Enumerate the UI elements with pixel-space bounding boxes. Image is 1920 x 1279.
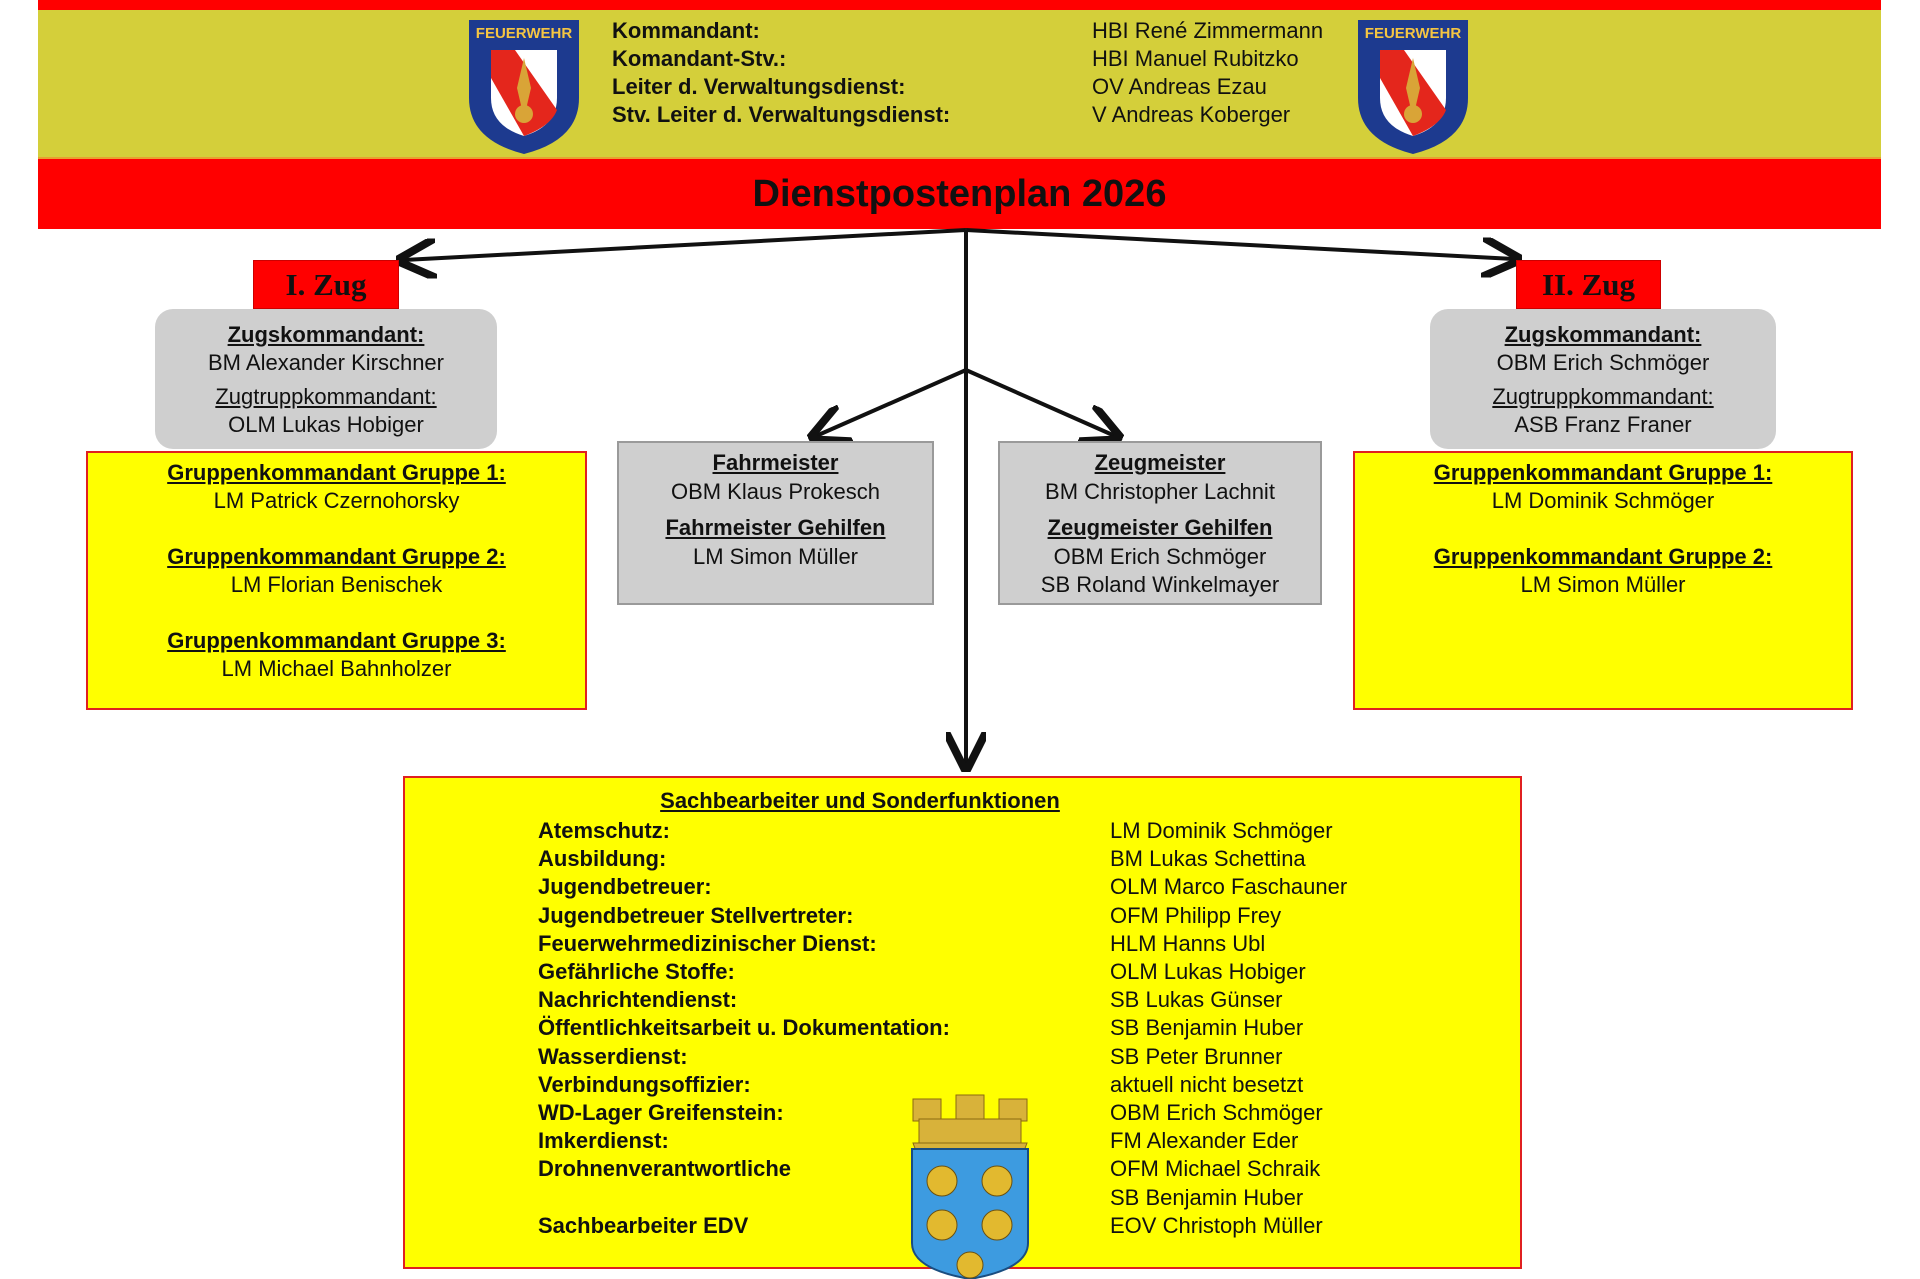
zug2-groups-box: Gruppenkommandant Gruppe 1: LM Dominik S… xyxy=(1353,451,1853,710)
sach-row-value: EOV Christoph Müller xyxy=(1110,1212,1323,1238)
zug1-ztk-label: Zugtruppkommandant: xyxy=(215,384,437,409)
sach-row-value: OLM Marco Faschauner xyxy=(1110,874,1348,900)
zug2-zk-label: Zugskommandant: xyxy=(1504,322,1702,347)
lower-austria-coat-of-arms xyxy=(911,1094,1029,1279)
sachbearbeiter-box: Sachbearbeiter und Sonderfunktionen Atem… xyxy=(403,776,1522,1269)
svg-text:FEUERWEHR: FEUERWEHR xyxy=(476,25,573,42)
sach-row-label: Nachrichtendienst: xyxy=(538,987,738,1013)
sach-row-label: Jugendbetreuer Stellvertreter: xyxy=(538,902,854,928)
sach-row-value: OBM Erich Schmöger xyxy=(1110,1100,1323,1125)
zug2-group1-label: Gruppenkommandant Gruppe 1: xyxy=(1433,460,1773,485)
sach-row-value: SB Lukas Günser xyxy=(1110,987,1283,1013)
sach-row-value: LM Dominik Schmöger xyxy=(1110,818,1333,843)
sach-row-label: Wasserdienst: xyxy=(538,1043,688,1069)
zeugmeister-box: Zeugmeister BM Christopher Lachnit Zeugm… xyxy=(998,441,1322,605)
sach-row-value: OLM Lukas Hobiger xyxy=(1110,959,1306,984)
zug2-ztk-label: Zugtruppkommandant: xyxy=(1492,384,1714,409)
zeugmeister-helper: OBM Erich Schmöger xyxy=(1053,543,1267,569)
zug1-group1-name: LM Patrick Czernohorsky xyxy=(213,488,460,513)
zug1-ztk-name: OLM Lukas Hobiger xyxy=(228,412,424,437)
zug1-command-box: Zugskommandant: BM Alexander Kirschner Z… xyxy=(155,309,497,449)
zug1-group2-name: LM Florian Benischek xyxy=(230,572,443,597)
sachbearbeiter-title: Sachbearbeiter und Sonderfunktionen xyxy=(660,788,1060,813)
top-red-strip xyxy=(38,0,1881,10)
zug2-label: II. Zug xyxy=(1516,260,1661,309)
zeugmeister-helper: SB Roland Winkelmayer xyxy=(1040,572,1280,597)
header-label-kommandant-stv: Komandant-Stv.: xyxy=(612,46,787,71)
zug2-group2-name: LM Simon Müller xyxy=(1520,572,1686,597)
sach-row-value: HLM Hanns Ubl xyxy=(1110,930,1266,956)
sach-row-value: OFM Philipp Frey xyxy=(1110,902,1282,928)
header-label-leiter-verwaltung: Leiter d. Verwaltungsdienst: xyxy=(612,74,906,99)
sach-row-value: OFM Michael Schraik xyxy=(1110,1156,1321,1182)
sach-row-label: Gefährliche Stoffe: xyxy=(538,959,735,984)
zug1-groups-box: Gruppenkommandant Gruppe 1: LM Patrick C… xyxy=(86,451,587,710)
fire-brigade-crest-right: FEUERWEHR xyxy=(1358,20,1468,154)
sach-row-label: WD-Lager Greifenstein: xyxy=(538,1100,784,1125)
sach-row-value: FM Alexander Eder xyxy=(1110,1128,1299,1154)
header-value-kommandant: HBI René Zimmermann xyxy=(1092,18,1324,43)
sach-row-label: Sachbearbeiter EDV xyxy=(538,1212,749,1238)
sach-row-value: SB Benjamin Huber xyxy=(1110,1015,1304,1041)
sach-row-label: Atemschutz: xyxy=(538,818,671,843)
header-band xyxy=(38,10,1881,159)
zug1-group1-label: Gruppenkommandant Gruppe 1: xyxy=(167,460,506,485)
sach-row-value: SB Benjamin Huber xyxy=(1110,1184,1304,1210)
svg-text:FEUERWEHR: FEUERWEHR xyxy=(1365,25,1462,42)
zug1-group3-name: LM Michael Bahnholzer xyxy=(221,656,452,681)
fire-brigade-crest-left: FEUERWEHR xyxy=(469,20,579,154)
page-title: Dienstpostenplan 2026 xyxy=(752,172,1167,215)
header-value-leiter-verwaltung: OV Andreas Ezau xyxy=(1092,74,1267,99)
sach-row-value: BM Lukas Schettina xyxy=(1110,846,1306,872)
title-bar: Dienstpostenplan 2026 xyxy=(38,159,1881,229)
header-label-stv-leiter-verwaltung: Stv. Leiter d. Verwaltungsdienst: xyxy=(612,102,951,127)
fahrmeister-box: Fahrmeister OBM Klaus Prokesch Fahrmeist… xyxy=(617,441,934,605)
header-label-kommandant: Kommandant: xyxy=(612,18,760,43)
sach-row-value: SB Peter Brunner xyxy=(1110,1043,1283,1069)
zug1-group2-label: Gruppenkommandant Gruppe 2: xyxy=(167,544,506,569)
fahrmeister-name: OBM Klaus Prokesch xyxy=(670,478,881,504)
zug1-label: I. Zug xyxy=(253,260,399,309)
zug2-zk-name: OBM Erich Schmöger xyxy=(1496,350,1710,375)
zeugmeister-name: BM Christopher Lachnit xyxy=(1045,478,1275,504)
zug2-group1-name: LM Dominik Schmöger xyxy=(1491,488,1715,513)
header-value-kommandant-stv: HBI Manuel Rubitzko xyxy=(1092,46,1299,71)
zug2-command-box: Zugskommandant: OBM Erich Schmöger Zugtr… xyxy=(1430,309,1776,449)
zug1-zk-label: Zugskommandant: xyxy=(227,322,425,347)
zeugmeister-helper-label: Zeugmeister Gehilfen xyxy=(1047,515,1273,540)
sach-row-label: Drohnenverantwortliche xyxy=(538,1156,792,1182)
fahrmeister-label: Fahrmeister xyxy=(712,450,839,475)
zug2-ztk-name: ASB Franz Franer xyxy=(1514,412,1692,437)
sach-row-label: Verbindungsoffizier: xyxy=(538,1071,751,1097)
zug1-group3-label: Gruppenkommandant Gruppe 3: xyxy=(167,628,506,653)
sach-row-value: aktuell nicht besetzt xyxy=(1110,1071,1304,1097)
header-value-stv-leiter-verwaltung: V Andreas Koberger xyxy=(1092,102,1291,127)
sach-row-label: Imkerdienst: xyxy=(538,1128,669,1154)
sach-row-label: Jugendbetreuer: xyxy=(538,874,712,900)
sach-row-label: Ausbildung: xyxy=(538,846,667,872)
sach-row-label: Öffentlichkeitsarbeit u. Dokumentation: xyxy=(538,1015,950,1041)
zug1-zk-name: BM Alexander Kirschner xyxy=(208,350,444,375)
zug2-group2-label: Gruppenkommandant Gruppe 2: xyxy=(1433,544,1773,569)
sach-row-label: Feuerwehrmedizinischer Dienst: xyxy=(538,930,877,956)
fahrmeister-helper: LM Simon Müller xyxy=(692,543,859,569)
zeugmeister-label: Zeugmeister xyxy=(1094,450,1226,475)
fahrmeister-helper-label: Fahrmeister Gehilfen xyxy=(665,515,886,540)
